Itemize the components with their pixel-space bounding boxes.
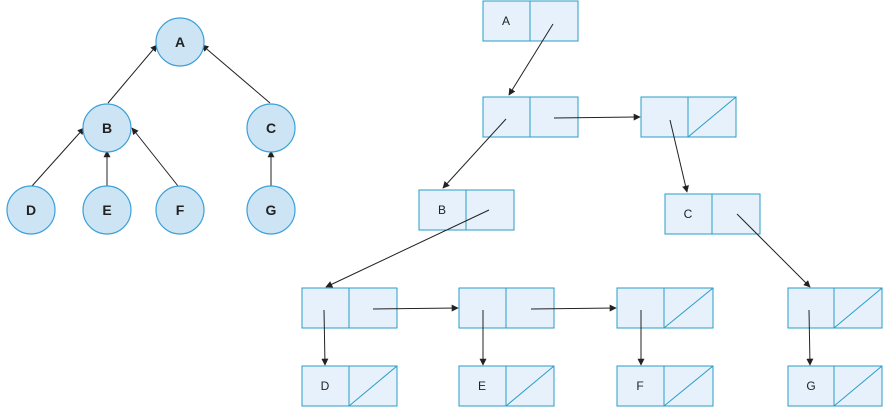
null-slash (348, 365, 398, 407)
pointer-cell (787, 287, 835, 329)
null-slash (505, 365, 555, 407)
data-cell (482, 0, 531, 42)
list-node-label: B (438, 203, 446, 217)
tree-node-label: F (176, 202, 185, 218)
pointer-arrow-3-to-D (321, 309, 329, 366)
null-slash (687, 96, 737, 138)
pointer-cell (711, 193, 761, 235)
edge-D-to-B (31, 127, 85, 187)
list-node-label: A (502, 14, 510, 28)
null-slash (833, 287, 883, 329)
tree-node-label: B (102, 120, 112, 136)
pointer-arrow-next-1-2 (553, 113, 641, 121)
data-cell (418, 189, 467, 231)
list-pointer-node-4 (458, 287, 555, 329)
list-node-B: B (418, 189, 515, 231)
edge-F-to-B (131, 127, 179, 187)
pointer-arrow-next-3-4 (372, 304, 459, 312)
null-slash (833, 365, 883, 407)
parent-tree: A B C D E F G (6, 17, 296, 235)
list-node-label: F (636, 379, 643, 393)
list-node-F: F (616, 365, 714, 407)
tree-node-label: A (175, 34, 185, 50)
pointer-arrow-A-to-child (508, 23, 554, 96)
edge-B-to-A (107, 44, 158, 104)
list-node-label: G (806, 379, 815, 393)
null-slash (663, 287, 714, 329)
pointer-cell (301, 287, 350, 329)
tree-node-C: C (246, 103, 296, 153)
edge-C-to-A (201, 44, 271, 104)
null-slash (663, 365, 714, 407)
list-node-label: D (321, 379, 330, 393)
tree-node-label: D (26, 202, 36, 218)
tree-node-label: E (102, 202, 111, 218)
tree-node-E: E (82, 185, 132, 235)
data-cell (787, 365, 835, 407)
pointer-arrow-6-to-G (806, 309, 814, 366)
tree-node-label: G (266, 202, 277, 218)
list-node-A: A (482, 0, 579, 42)
list-pointer-node-1 (482, 96, 579, 138)
pointer-cell (529, 96, 579, 138)
list-pointer-node-2 (640, 96, 737, 138)
list-pointer-node-5 (616, 287, 714, 329)
pointer-arrow-next-4-5 (530, 304, 617, 312)
list-node-G: G (787, 365, 883, 407)
list-node-E: E (458, 365, 555, 407)
list-pointer-node-3 (301, 287, 398, 329)
tree-node-D: D (6, 185, 56, 235)
binary-list-representation: A B C (301, 0, 883, 407)
tree-node-A: A (155, 17, 205, 67)
pointer-cell (529, 0, 579, 42)
list-node-label: C (684, 207, 693, 221)
tree-node-F: F (155, 185, 205, 235)
tree-node-label: C (266, 120, 276, 136)
data-cell (458, 365, 507, 407)
pointer-cell (348, 287, 398, 329)
tree-node-B: B (82, 103, 132, 153)
pointer-cell (640, 96, 689, 138)
tree-node-G: G (246, 185, 296, 235)
list-node-label: E (478, 379, 486, 393)
list-pointer-node-6 (787, 287, 883, 329)
pointer-arrow-1-to-B (442, 118, 507, 189)
pointer-cell (465, 189, 515, 231)
pointer-arrow-2-to-C (669, 119, 689, 193)
list-node-D: D (301, 365, 398, 407)
list-node-C: C (664, 193, 761, 235)
pointer-cell (505, 287, 555, 329)
pointer-arrow-C-to-children (736, 213, 811, 288)
pointer-cell (482, 96, 531, 138)
data-cell (664, 193, 713, 235)
pointer-arrow-B-to-children (325, 209, 490, 288)
